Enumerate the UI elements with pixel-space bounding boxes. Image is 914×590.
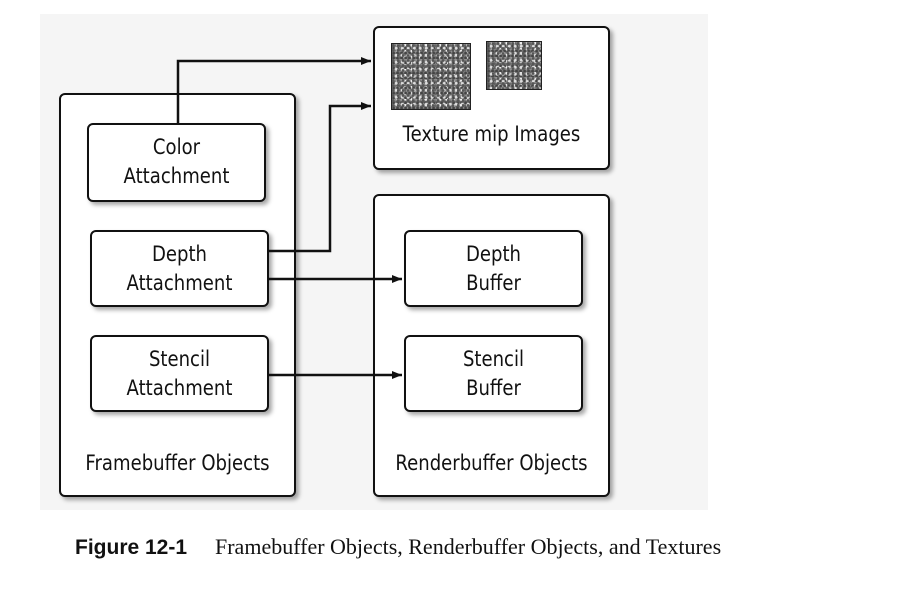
framebuffer-objects-label: Framebuffer Objects [85,451,270,475]
color-attachment-line1: Color [152,135,201,159]
renderbuffer-objects-label: Renderbuffer Objects [395,451,588,475]
stencil-attachment-line2: Attachment [126,376,233,400]
texture-mip-level-1 [486,41,542,90]
color-attachment-box: Color Attachment [87,123,266,202]
figure-caption-text: Framebuffer Objects, Renderbuffer Object… [215,534,722,559]
stencil-attachment-line1: Stencil [148,347,211,371]
depth-buffer-box: Depth Buffer [404,230,583,307]
color-attachment-line2: Attachment [123,164,230,188]
depth-attachment-line2: Attachment [126,271,233,295]
texture-mip-images-box: Texture mip Images [373,26,610,170]
stencil-buffer-box: Stencil Buffer [404,335,583,412]
figure-number: Figure 12-1 [75,536,188,559]
depth-buffer-line1: Depth [465,242,522,266]
figure-caption: Figure 12-1 Framebuffer Objects, Renderbu… [75,534,721,560]
depth-buffer-line2: Buffer [466,271,521,295]
stencil-attachment-box: Stencil Attachment [90,335,269,412]
depth-attachment-box: Depth Attachment [90,230,269,307]
stencil-buffer-line1: Stencil [462,347,525,371]
stencil-buffer-line2: Buffer [466,376,521,400]
texture-mip-level-0 [391,43,471,110]
texture-mip-images-label: Texture mip Images [402,122,581,146]
depth-attachment-line1: Depth [151,242,208,266]
